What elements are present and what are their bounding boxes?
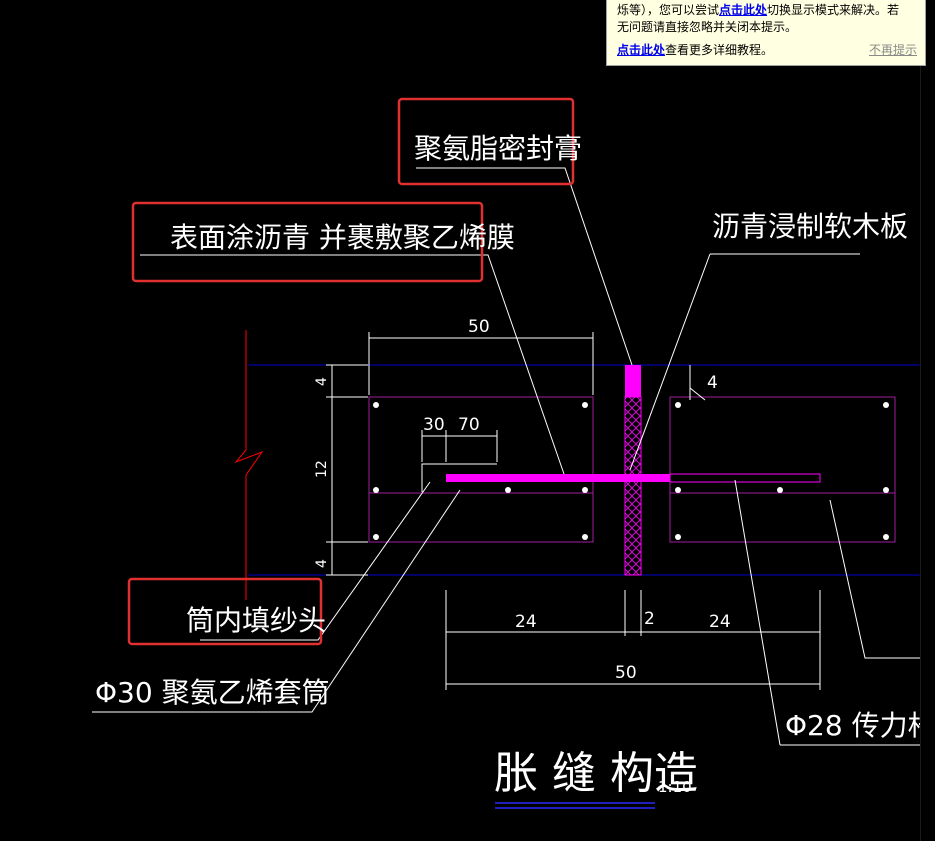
dim-bottom-total: 50: [615, 663, 637, 683]
left-rebar-outer: [368, 396, 594, 543]
dim-gap-2: 2: [644, 609, 655, 629]
tooltip-line-1: 烁等），您可以尝试点击此处切换显示模式来解决。若: [617, 2, 917, 19]
dim-sleeve-30: 30: [423, 415, 445, 435]
label-asphalt-coating: 表面涂沥青 并裹敷聚乙烯膜: [170, 221, 515, 254]
dim-cover-top-right: 4: [707, 373, 718, 393]
cork-board-hatch: [624, 396, 642, 576]
dont-show-again-link[interactable]: 不再提示: [868, 43, 917, 57]
label-sealant: 聚氨脂密封膏: [414, 132, 582, 165]
leader-lines: [92, 167, 935, 746]
break-line: [234, 330, 264, 600]
label-sleeve: Φ30 聚氨乙烯套筒: [95, 676, 330, 709]
dim-cover-bottom-left: 4: [314, 559, 330, 568]
tutorial-link[interactable]: 点击此处: [617, 43, 666, 57]
tooltip-line1-suffix: 切换显示模式来解决。若: [767, 3, 900, 17]
dim-top-width: 50: [468, 317, 490, 337]
display-mode-tooltip: 烁等），您可以尝试点击此处切换显示模式来解决。若 无问题请直接忽略并关闭本提示。…: [606, 0, 926, 66]
right-rebar-outer: [669, 396, 896, 543]
drawing-scale: 1:10: [658, 778, 692, 796]
vertical-scrollbar[interactable]: [920, 0, 935, 841]
drawing-title: 胀 缝 构造: [494, 748, 698, 799]
dim-cover-top-left: 4: [314, 377, 330, 386]
tooltip-line3-suffix: 查看更多详细教程。: [665, 43, 774, 57]
label-dowel: Φ28 传力杆: [785, 709, 935, 742]
switch-display-mode-link[interactable]: 点击此处: [719, 3, 768, 17]
dim-bottom-24-right: 24: [709, 612, 731, 632]
dim-sleeve-70: 70: [458, 415, 480, 435]
annotation-boxes: [127, 97, 575, 646]
tooltip-line1-prefix: 烁等），您可以尝试: [617, 3, 720, 17]
sealant-fill: [625, 365, 641, 397]
tooltip-line-2: 无问题请直接忽略并关闭本提示。: [617, 20, 798, 34]
dim-height-12: 12: [314, 460, 330, 478]
dim-bottom-24-left: 24: [515, 612, 537, 632]
tooltip-line-3: 点击此处查看更多详细教程。 不再提示: [617, 42, 917, 59]
sleeve-outline: [421, 463, 497, 492]
dimension-lines: [326, 332, 821, 690]
dowel-bar: [446, 474, 670, 482]
label-cork-board: 沥青浸制软木板: [712, 210, 908, 243]
label-yarn-fill: 筒内填纱头: [186, 604, 326, 637]
dowel-sleeve: [669, 473, 821, 483]
rebar-dots: [373, 402, 889, 540]
